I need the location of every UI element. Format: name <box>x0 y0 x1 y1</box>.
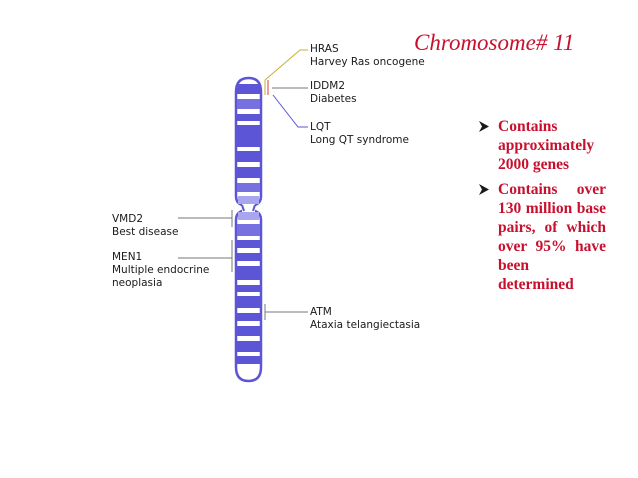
bullet-item: Contains over 130 million base pairs, of… <box>476 180 606 294</box>
gene-symbol-men1: MEN1 <box>112 251 142 263</box>
chromosome-bands-short-arm <box>237 84 260 204</box>
gene-name-lqt: Long QT syndrome <box>310 134 409 146</box>
gene-symbol-hras: HRAS <box>310 43 339 55</box>
chromosome-11 <box>234 76 263 383</box>
pointer-hras <box>264 49 308 81</box>
gene-name-hras: Harvey Ras oncogene <box>310 56 425 68</box>
gene-name-atm: Ataxia telangiectasia <box>310 319 420 331</box>
chromosome-bands-long-arm <box>237 212 260 364</box>
gene-name2-men1: neoplasia <box>112 277 162 289</box>
bullet-list: Contains approximately 2000 genes Contai… <box>476 117 606 300</box>
gene-pointers <box>178 49 308 320</box>
slide-title: Chromosome# 11 <box>414 30 575 55</box>
bullet-item: Contains approximately 2000 genes <box>476 117 606 174</box>
centromere <box>242 203 255 213</box>
pointer-lqt <box>272 94 308 128</box>
bullet-text: Contains over 130 million base pairs, of… <box>498 181 606 293</box>
arrow-bullet-icon <box>479 184 489 195</box>
gene-name-men1: Multiple endocrine <box>112 264 209 276</box>
bullet-text: Contains approximately 2000 genes <box>498 118 595 173</box>
gene-symbol-iddm2: IDDM2 <box>310 80 345 92</box>
gene-symbol-vmd2: VMD2 <box>112 213 143 225</box>
gene-name-vmd2: Best disease <box>112 226 178 238</box>
gene-symbol-lqt: LQT <box>310 121 331 133</box>
gene-symbol-atm: ATM <box>310 306 332 318</box>
arrow-bullet-icon <box>479 121 489 132</box>
gene-name-iddm2: Diabetes <box>310 93 357 105</box>
